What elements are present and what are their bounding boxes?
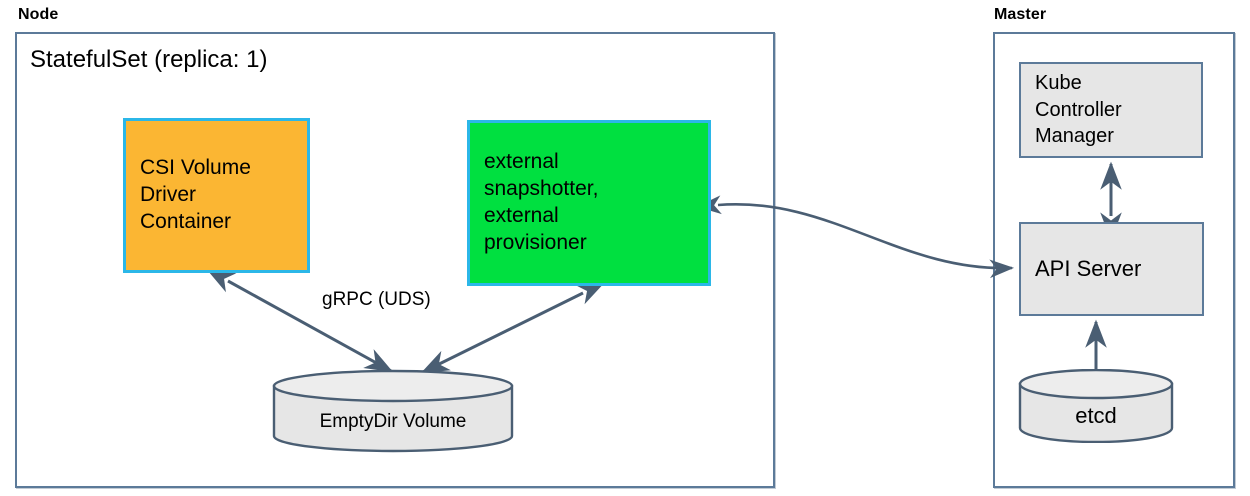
etcd-cylinder-shape [1018,368,1174,444]
etcd-label: etcd [1075,403,1117,428]
emptydir-volume-cylinder[interactable]: EmptyDir Volume [272,369,514,453]
external-controllers-box[interactable]: external snapshotter, external provision… [467,120,711,286]
master-zone-label: Master [994,6,1047,23]
api-server-box[interactable]: API Server [1019,222,1204,316]
csi-volume-driver-container-box[interactable]: CSI Volume Driver Container [123,118,310,273]
node-zone-label: Node [18,6,59,23]
kube-controller-manager-box[interactable]: Kube Controller Manager [1019,62,1203,158]
kube-controller-manager-label: Kube Controller Manager [1035,72,1122,148]
emptydir-volume-label: EmptyDir Volume [319,411,467,432]
emptydir-cylinder-shape [272,369,514,453]
statefulset-title: StatefulSet (replica: 1) [30,46,268,73]
csi-volume-driver-container-label: CSI Volume Driver Container [140,156,251,233]
external-controllers-label: external snapshotter, external provision… [484,150,599,254]
grpc-uds-edge-label: gRPC (UDS) [322,289,431,310]
api-server-label: API Server [1035,255,1142,281]
etcd-cylinder[interactable]: etcd [1018,368,1174,444]
